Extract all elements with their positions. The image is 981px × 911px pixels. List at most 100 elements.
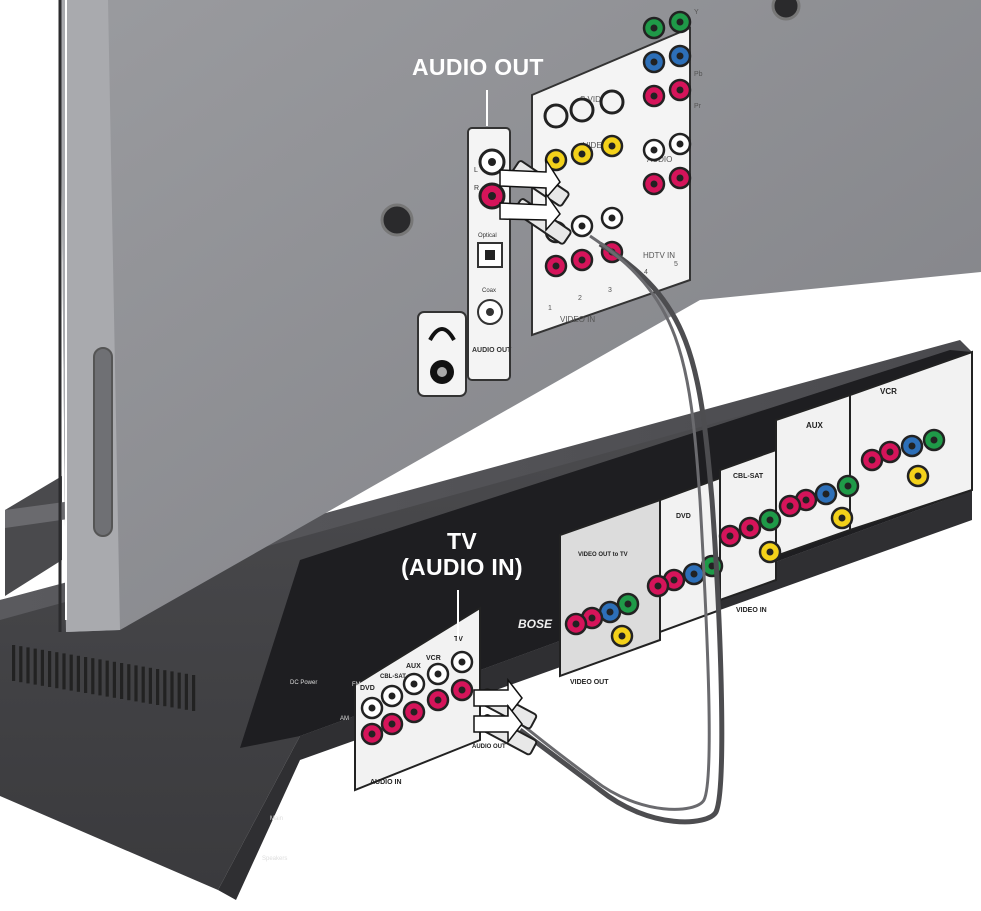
- tv-input-jack[interactable]: [642, 172, 666, 196]
- vent-slot: [184, 673, 188, 710]
- vent-slot: [40, 649, 44, 686]
- console-jack[interactable]: [830, 506, 854, 530]
- console-jack[interactable]: [360, 722, 384, 746]
- console-audio-out-label: AUDIO OUT: [472, 744, 506, 750]
- vent-slot: [134, 665, 138, 702]
- console-video-in-label: VIDEO IN: [736, 607, 767, 614]
- console-speakers-label: Speakers: [262, 856, 287, 862]
- connection-arrows: [473, 157, 561, 745]
- console-jack[interactable]: [426, 662, 450, 686]
- console-cbl-sat-label: CBL-SAT: [733, 473, 764, 480]
- tv-mount-hole: [380, 203, 414, 237]
- console-jack[interactable]: [616, 592, 640, 616]
- console-jack[interactable]: [836, 474, 860, 498]
- vent-slot: [148, 667, 152, 704]
- console-jack[interactable]: [682, 562, 706, 586]
- vent-slot: [98, 659, 102, 696]
- console-jack[interactable]: [718, 524, 742, 548]
- console-main-label: Main: [270, 816, 283, 822]
- tv-audio-out-panel-label: AUDIO OUT: [472, 347, 512, 354]
- tv-input-jack[interactable]: [642, 138, 666, 162]
- tv-input-jack[interactable]: [668, 10, 692, 34]
- console-jack[interactable]: [402, 672, 426, 696]
- tv-input-jack[interactable]: [570, 142, 594, 166]
- tv-input-jack[interactable]: [600, 206, 624, 230]
- tv-input-jack[interactable]: [668, 44, 692, 68]
- tv-input-jack[interactable]: [570, 248, 594, 272]
- callout-audio-in-line: (AUDIO IN): [401, 554, 523, 580]
- arrow-console-white: [473, 677, 523, 719]
- tv-input-3-label: 3: [608, 287, 612, 294]
- tv-input-jack[interactable]: [570, 214, 594, 238]
- console-am-label: AM: [340, 716, 349, 722]
- tv-input-jack[interactable]: [600, 134, 624, 158]
- console-jack[interactable]: [758, 540, 782, 564]
- console-jack[interactable]: [922, 428, 946, 452]
- vent-slot: [76, 655, 80, 692]
- tv-input-jack[interactable]: [544, 254, 568, 278]
- callout-audio-out: AUDIO OUT: [412, 54, 544, 80]
- arrow-console-red: [473, 703, 523, 745]
- tv-input-5-label: 5: [674, 261, 678, 268]
- tv-pb-label: Pb: [694, 71, 703, 78]
- tv-svideo-jack[interactable]: [543, 103, 569, 129]
- console-video-out-to-tv-label: VIDEO OUT to TV: [578, 552, 628, 558]
- tv-audio-out-jacks[interactable]: [478, 148, 506, 210]
- vent-slot: [192, 675, 196, 711]
- console-jack[interactable]: [380, 712, 404, 736]
- console-vent-grille: [12, 645, 196, 711]
- vent-slot: [163, 670, 167, 707]
- console-jack[interactable]: [610, 624, 634, 648]
- vent-slot: [170, 671, 174, 708]
- console-jack[interactable]: [778, 494, 802, 518]
- tv-y-label: Y: [694, 9, 699, 16]
- tv-input-jack[interactable]: [668, 166, 692, 190]
- tv-headphone-port[interactable]: [417, 311, 467, 397]
- tv-input-jack[interactable]: [642, 50, 666, 74]
- tv-optical-label: Optical: [478, 233, 497, 239]
- console-jack[interactable]: [900, 434, 924, 458]
- console-jack[interactable]: [426, 688, 450, 712]
- vent-slot: [69, 654, 73, 691]
- tv-jack-l-label: L: [474, 167, 478, 174]
- console-dc-power-label: DC Power: [290, 680, 317, 686]
- tv-input-jack[interactable]: [642, 16, 666, 40]
- vent-slot: [48, 651, 52, 687]
- console-jack[interactable]: [402, 700, 426, 724]
- tv-input-4-label: 4: [644, 269, 648, 276]
- tv-video-label: VIDEO: [583, 141, 608, 150]
- tv-pr-label: Pr: [694, 103, 702, 110]
- console-jack[interactable]: [450, 650, 474, 674]
- tv-hdtv-in-label: HDTV IN: [643, 251, 675, 260]
- arrow-tv-red: [499, 191, 561, 232]
- console-jack[interactable]: [360, 696, 384, 720]
- console-jack[interactable]: [878, 440, 902, 464]
- console-jack[interactable]: [906, 464, 930, 488]
- tv-input-jack[interactable]: [642, 84, 666, 108]
- headphone-icon: [428, 327, 456, 342]
- console-jack[interactable]: [450, 678, 474, 702]
- tv-video-in-panel: S VIDEO VIDEO AUDIO VIDEO IN HDTV IN Y P…: [531, 9, 703, 337]
- tv-svideo-label: S VIDEO: [580, 95, 612, 104]
- tv-jack-r-label: R: [474, 185, 479, 192]
- tv-input-jack[interactable]: [668, 132, 692, 156]
- console-audio-in-label: AUDIO IN: [370, 779, 402, 786]
- console-jack[interactable]: [758, 508, 782, 532]
- console-aux-label: AUX: [806, 421, 824, 430]
- console-rear-panels: VCR AUX CBL-SAT DVD VIDEO OUT to TV VIDE…: [262, 350, 973, 862]
- console-jack[interactable]: [814, 482, 838, 506]
- vent-slot: [12, 645, 16, 681]
- console-jack[interactable]: [564, 612, 588, 636]
- console-jack[interactable]: [646, 574, 670, 598]
- tv-svideo-jack[interactable]: [599, 89, 625, 115]
- console-jack[interactable]: [860, 448, 884, 472]
- console-aux-panel: [775, 393, 851, 558]
- console-jacks: [360, 428, 946, 746]
- vent-slot: [91, 658, 95, 695]
- tv-input-jack[interactable]: [668, 78, 692, 102]
- console-jack[interactable]: [380, 684, 404, 708]
- tv-svideo-jack[interactable]: [569, 97, 595, 123]
- console-dvd-label: DVD: [676, 513, 691, 520]
- vent-slot: [84, 657, 88, 693]
- console-jack[interactable]: [738, 516, 762, 540]
